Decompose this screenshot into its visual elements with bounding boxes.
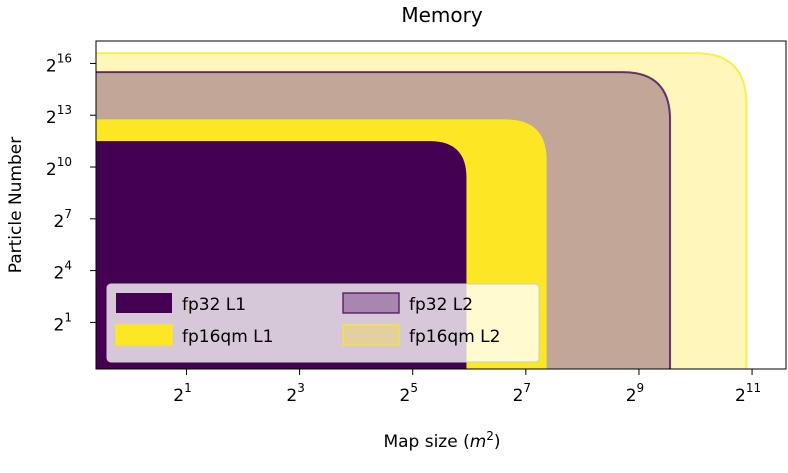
x-tick-label: 211	[735, 381, 761, 406]
x-axis-label: Map size (m2)	[383, 429, 500, 452]
y-tick-label: 27	[54, 207, 72, 232]
legend: fp32 L1 fp16qm L1 fp32 L2 fp16qm L2	[106, 283, 540, 363]
legend-fp16qm-l2-label: fp16qm L2	[409, 327, 500, 347]
x-tick-label: 27	[513, 381, 531, 406]
y-tick-label: 24	[54, 259, 72, 284]
chart-title: Memory	[401, 3, 483, 27]
y-tick-label: 210	[46, 155, 72, 180]
x-tick-label: 21	[173, 381, 191, 406]
y-tick-label: 21	[54, 310, 72, 335]
x-tick-label: 23	[286, 381, 304, 406]
x-tick-label: 29	[626, 381, 644, 406]
y-axis-label: Particle Number	[6, 137, 26, 274]
legend-fp16qm-l2-swatch	[342, 324, 400, 346]
legend-fp32-l2-label: fp32 L2	[409, 295, 473, 315]
y-tick-label: 213	[46, 103, 72, 128]
legend-fp16qm-l1-swatch	[115, 324, 173, 346]
axes-frame	[95, 40, 787, 370]
y-tick-label: 216	[46, 51, 72, 76]
legend-fp32-l2-swatch	[342, 292, 400, 314]
legend-fp32-l1-swatch	[116, 293, 172, 313]
legend-fp32-l1-label: fp32 L1	[182, 295, 246, 315]
legend-box	[106, 283, 540, 363]
x-tick-label: 25	[399, 381, 417, 406]
legend-fp16qm-l1-label: fp16qm L1	[182, 327, 273, 347]
